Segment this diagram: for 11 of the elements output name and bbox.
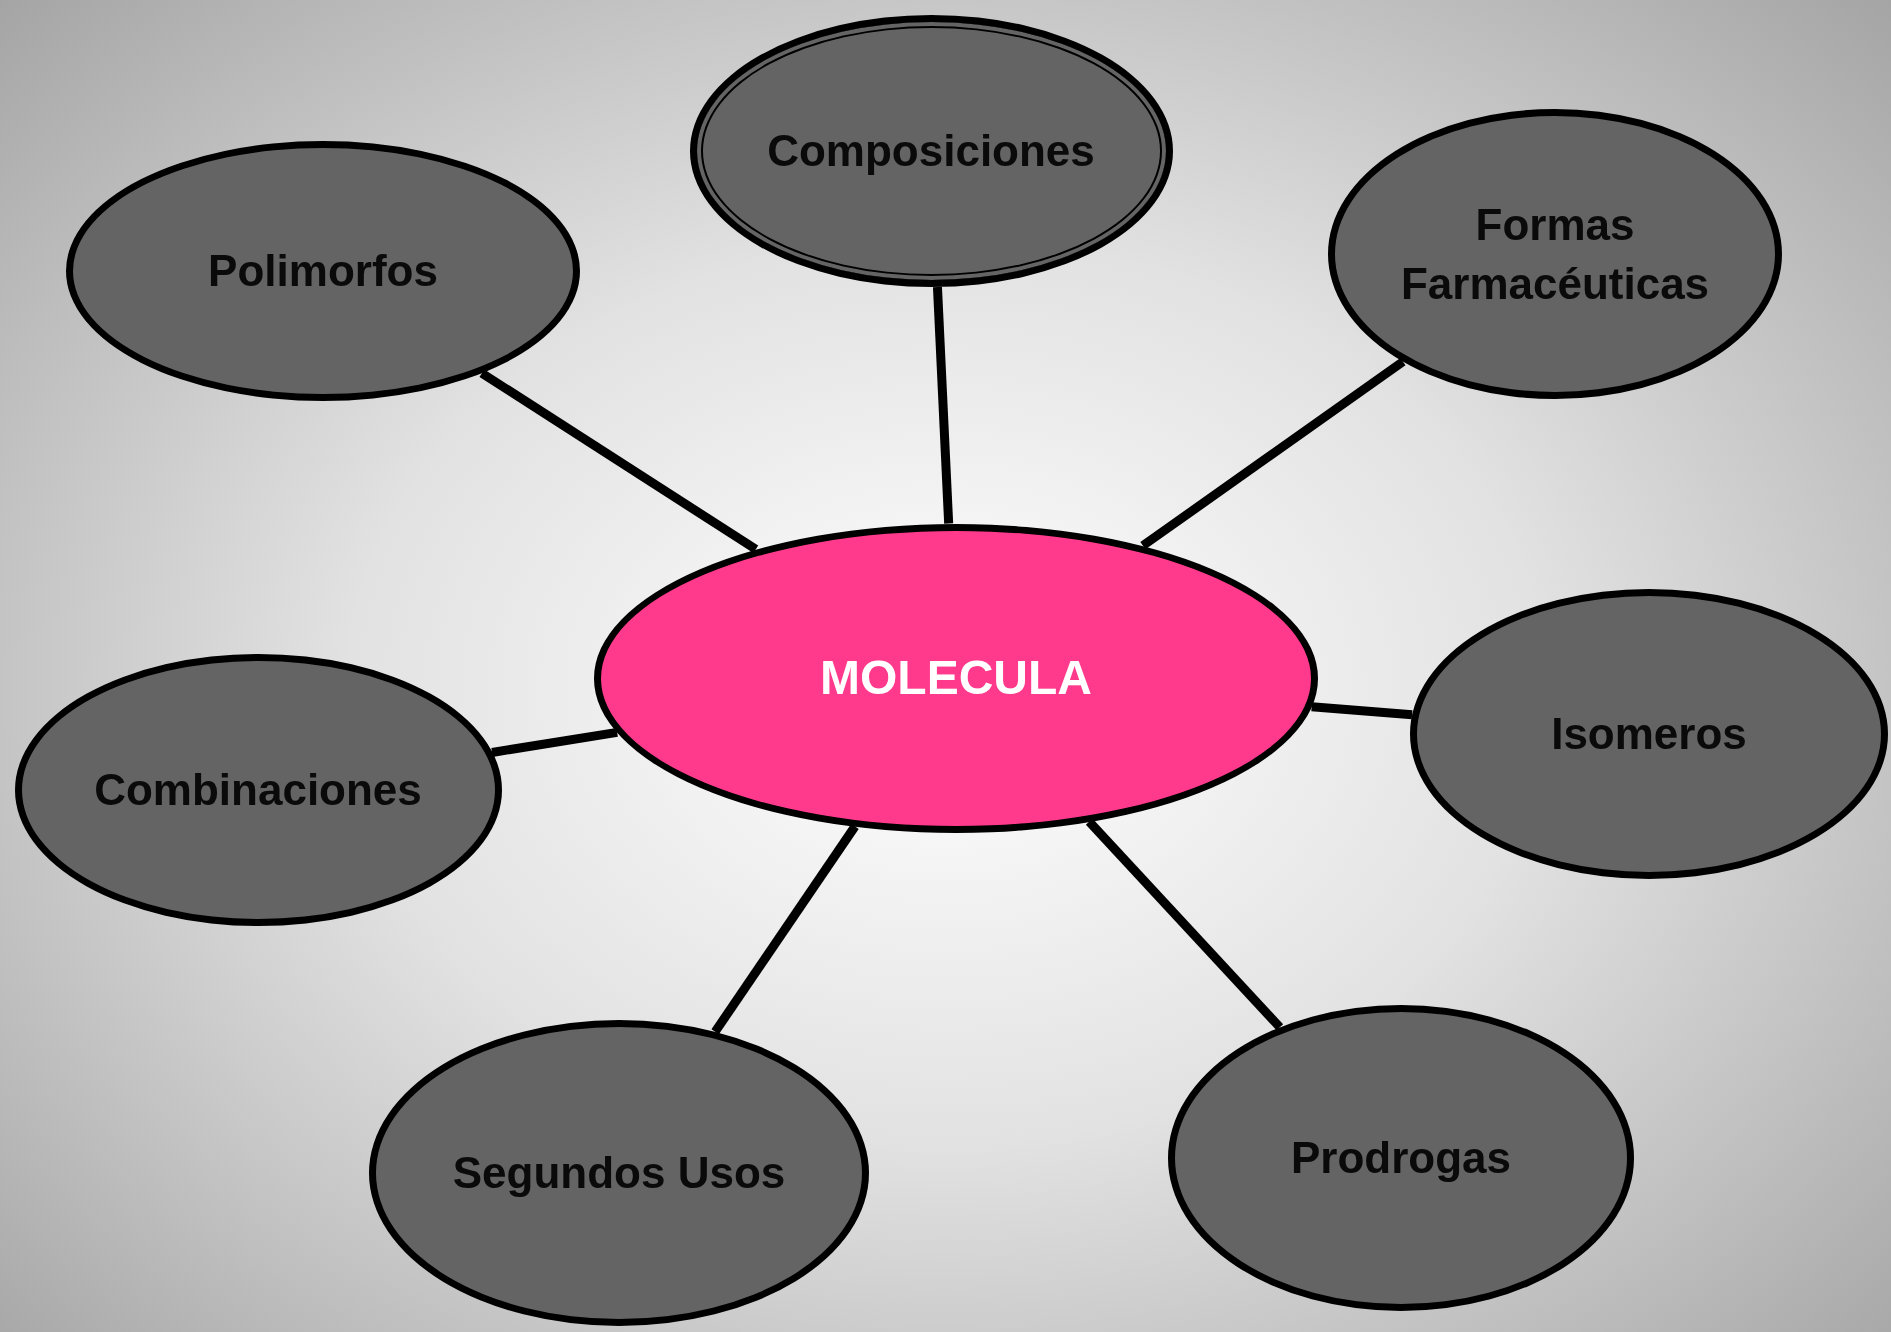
node-label: Segundos Usos (451, 1147, 787, 1200)
node-label: Polimorfos (207, 245, 439, 298)
connector-line (479, 369, 759, 554)
node-label: Isomeros (1550, 708, 1748, 761)
connector-line (1140, 357, 1406, 550)
node-label: Prodrogas (1289, 1132, 1512, 1185)
node-label: Composiciones (766, 125, 1096, 178)
node-label: Formas Farmacéuticas (1399, 198, 1711, 310)
connector-line (932, 286, 954, 524)
node-label: Combinaciones (93, 764, 423, 817)
node-label: MOLECULA (819, 649, 1093, 706)
